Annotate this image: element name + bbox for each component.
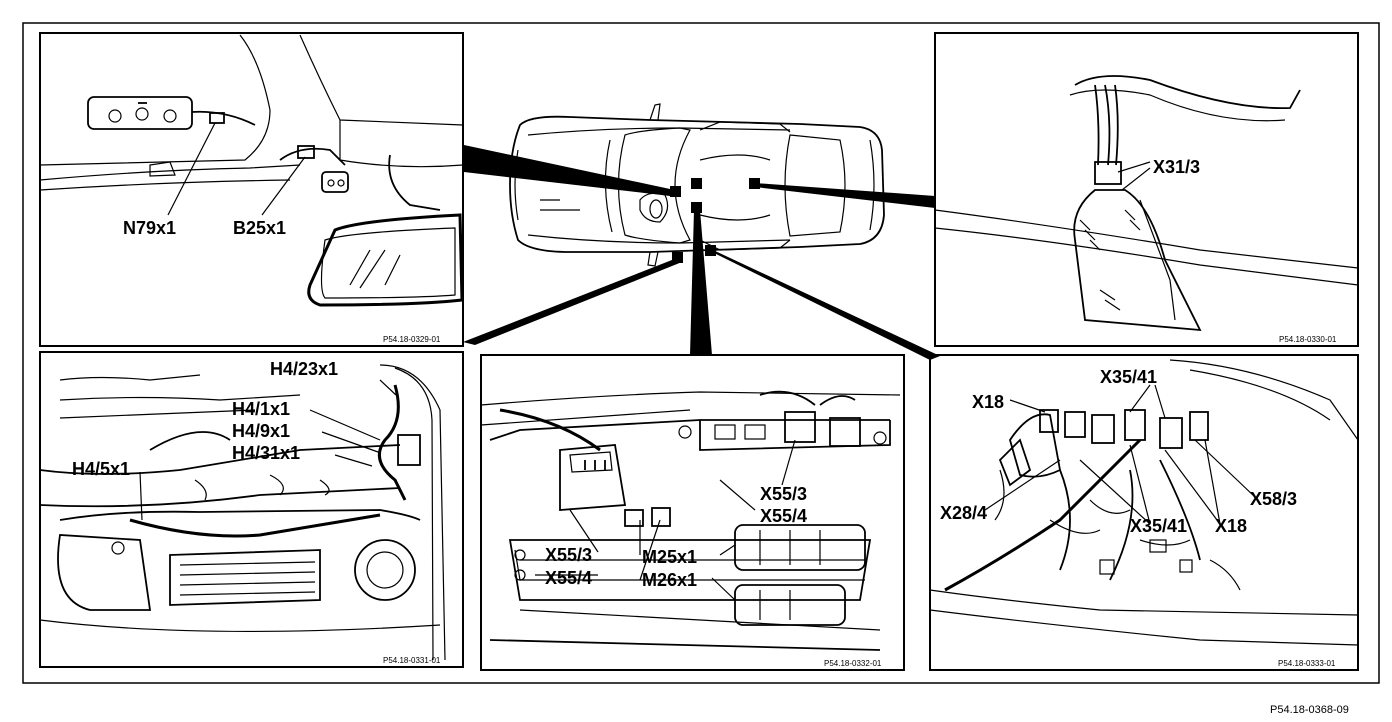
panel-bottom-right: X35/41 X18 X28/4 X58/3 X35/41 X18 P54.18…: [929, 354, 1359, 671]
label-n79x1: N79x1: [123, 218, 176, 238]
label-x55-3-right: X55/3: [760, 484, 807, 504]
panel-ref-bottom-right: P54.18-0333-01: [1278, 659, 1336, 668]
panel-bottom-left: H4/23x1 H4/1x1 H4/9x1 H4/31x1 H4/5x1 P54…: [39, 351, 464, 668]
panel-top-right: X31/3 P54.18-0330-01: [934, 32, 1359, 347]
label-x58-3: X58/3: [1250, 489, 1297, 509]
panel-ref-bottom-middle: P54.18-0332-01: [824, 659, 882, 668]
label-m25x1: M25x1: [642, 547, 697, 567]
panel-ref-bottom-left: P54.18-0331-01: [383, 656, 441, 665]
panel-ref-top-left: P54.18-0329-01: [383, 335, 441, 344]
label-b25x1: B25x1: [233, 218, 286, 238]
label-h4-23x1: H4/23x1: [270, 359, 338, 379]
label-x55-4-left: X55/4: [545, 568, 592, 588]
label-x31-3: X31/3: [1153, 157, 1200, 177]
label-x35-41-top: X35/41: [1100, 367, 1157, 387]
label-x18-top: X18: [972, 392, 1004, 412]
callout-wedges: [463, 145, 940, 360]
sheet-reference: P54.18-0368-09: [1270, 704, 1349, 716]
label-x18-bottom: X18: [1215, 516, 1247, 536]
label-h4-9x1: H4/9x1: [232, 421, 290, 441]
label-x55-3-left: X55/3: [545, 545, 592, 565]
label-h4-1x1: H4/1x1: [232, 399, 290, 419]
panel-bottom-middle: X55/3 X55/4 X55/3 X55/4 M25x1 M26x1 P54.…: [480, 354, 905, 671]
label-x55-4-right: X55/4: [760, 506, 807, 526]
outer-frame: [22, 22, 1380, 684]
label-x28-4: X28/4: [940, 503, 987, 523]
panel-ref-top-right: P54.18-0330-01: [1279, 335, 1337, 344]
label-m26x1: M26x1: [642, 570, 697, 590]
label-x35-41-bottom: X35/41: [1130, 516, 1187, 536]
panel-top-left: N79x1 B25x1 P54.18-0329-01: [39, 32, 464, 347]
label-h4-31x1: H4/31x1: [232, 443, 300, 463]
label-h4-5x1: H4/5x1: [72, 459, 130, 479]
